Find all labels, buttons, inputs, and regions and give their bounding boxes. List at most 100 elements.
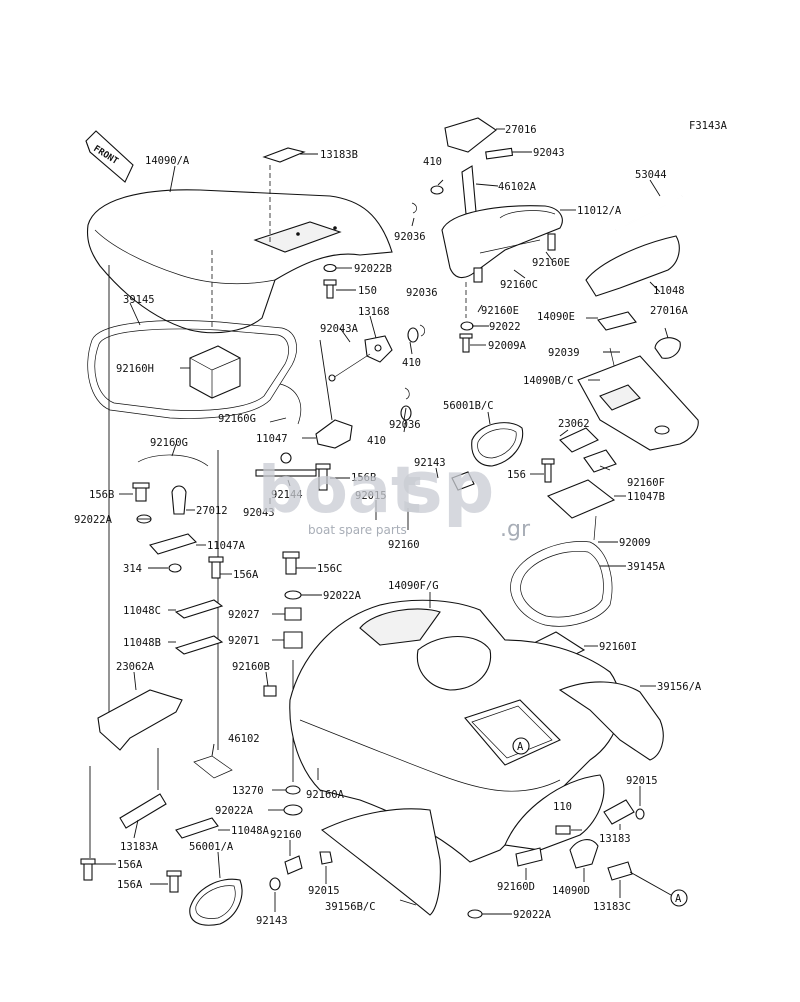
callout-a-center: A <box>517 741 524 753</box>
label-92160d: 92160D <box>497 881 535 893</box>
label-27016: 27016 <box>505 124 537 136</box>
label-11048: 11048 <box>653 285 685 297</box>
label-13270: 13270 <box>232 785 264 797</box>
label-92043-b: 92043 <box>243 507 275 519</box>
label-156c: 156C <box>317 563 342 575</box>
label-53044: 53044 <box>635 169 667 181</box>
label-92015-c: 92015 <box>308 885 340 897</box>
label-92036-b: 92036 <box>406 287 438 299</box>
label-14090a: 14090/A <box>145 155 190 167</box>
label-13183b: 13183B <box>320 149 358 161</box>
label-92143-b: 92143 <box>256 915 288 927</box>
label-156a-3: 156A <box>117 879 143 891</box>
label-156: 156 <box>507 469 526 481</box>
label-92022a-4: 92022A <box>513 909 552 921</box>
label-92027: 92027 <box>228 609 260 621</box>
label-27012: 27012 <box>196 505 228 517</box>
label-92160-b: 92160 <box>270 829 302 841</box>
label-92144: 92144 <box>271 489 303 501</box>
seal-part <box>87 320 297 419</box>
label-92160a: 92160A <box>306 789 345 801</box>
label-92160f: 92160F <box>627 477 665 489</box>
label-92160h: 92160H <box>116 363 154 375</box>
label-14090e: 14090E <box>537 311 575 323</box>
label-39156a: 39156/A <box>657 681 702 693</box>
label-92160g-1: 92160G <box>218 413 256 425</box>
label-46102: 46102 <box>228 733 260 745</box>
label-13183c: 13183C <box>593 901 631 913</box>
label-56001bc: 56001B/C <box>443 400 494 412</box>
watermark-brand-a: boat <box>258 454 422 528</box>
label-92160g-2: 92160G <box>150 437 188 449</box>
leader-lines <box>95 128 669 915</box>
label-314: 314 <box>123 563 142 575</box>
label-410-a: 410 <box>423 156 442 168</box>
part-labels: 27016 92043 13183B 14090/A 410 46102A 53… <box>74 124 702 927</box>
watermark-brand-b: sp <box>400 445 494 529</box>
label-92043a: 92043A <box>320 323 359 335</box>
seat-cover-part <box>86 189 393 334</box>
label-39145: 39145 <box>123 294 155 306</box>
label-11047b: 11047B <box>627 491 665 503</box>
label-410-b: 410 <box>402 357 421 369</box>
label-92036-c: 92036 <box>389 419 421 431</box>
label-92160e-1: 92160E <box>532 257 570 269</box>
label-92015-b: 92015 <box>626 775 658 787</box>
label-13183a: 13183A <box>120 841 159 853</box>
label-14090fg: 14090F/G <box>388 580 439 592</box>
label-23062: 23062 <box>558 418 590 430</box>
label-92071: 92071 <box>228 635 260 647</box>
label-156a-2: 156A <box>117 859 143 871</box>
callout-a-circle-2 <box>670 889 688 907</box>
pad-part <box>189 345 241 399</box>
front-arrow-icon: FRONT <box>85 130 134 183</box>
watermark-logo: boat sp .gr boat spare parts <box>258 445 531 542</box>
label-56001a: 56001/A <box>189 841 234 853</box>
diagram-code: F3143A <box>689 120 728 132</box>
label-39156bc: 39156B/C <box>325 901 376 913</box>
label-92036-a: 92036 <box>394 231 426 243</box>
label-11048a: 11048A <box>231 825 270 837</box>
label-92015-a: 92015 <box>355 490 387 502</box>
label-11012a: 11012/A <box>577 205 622 217</box>
label-92043-top: 92043 <box>533 147 565 159</box>
label-13183: 13183 <box>599 833 631 845</box>
label-92039: 92039 <box>548 347 580 359</box>
watermark-tagline: boat spare parts <box>308 523 407 537</box>
label-410-c: 410 <box>367 435 386 447</box>
label-39145a: 39145A <box>627 561 666 573</box>
gasket-frame-part <box>510 541 613 627</box>
label-92009a: 92009A <box>488 340 527 352</box>
label-13168: 13168 <box>358 306 390 318</box>
label-11048c: 11048C <box>123 605 161 617</box>
label-150: 150 <box>358 285 377 297</box>
panel-part <box>577 355 699 451</box>
label-92160-a: 92160 <box>388 539 420 551</box>
label-156a-1: 156A <box>233 569 259 581</box>
label-92160c: 92160C <box>500 279 538 291</box>
label-92022a-3: 92022A <box>215 805 254 817</box>
label-156b-2: 156B <box>351 472 376 484</box>
label-92143-a: 92143 <box>414 457 446 469</box>
label-46102a: 46102A <box>498 181 537 193</box>
label-92022a-1: 92022A <box>74 514 113 526</box>
label-27016a: 27016A <box>650 305 689 317</box>
label-11048b: 11048B <box>123 637 161 649</box>
label-110: 110 <box>553 801 572 813</box>
hinge-part <box>328 335 393 382</box>
label-14090bc: 14090B/C <box>523 375 574 387</box>
label-92022: 92022 <box>489 321 521 333</box>
label-156b-1: 156B <box>89 489 114 501</box>
label-11047a: 11047A <box>207 540 246 552</box>
callout-a-circle <box>512 737 530 755</box>
label-92022a-2: 92022A <box>323 590 362 602</box>
label-92160b: 92160B <box>232 661 270 673</box>
label-23062a: 23062A <box>116 661 155 673</box>
label-92160e-2: 92160E <box>481 305 519 317</box>
label-92160i: 92160I <box>599 641 637 653</box>
watermark-suffix: .gr <box>500 517 531 542</box>
hood-part <box>441 205 563 279</box>
label-92022b: 92022B <box>354 263 392 275</box>
